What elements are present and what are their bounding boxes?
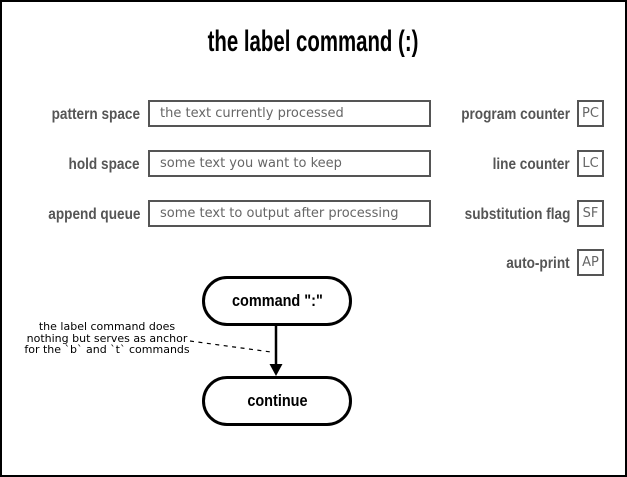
append-queue-box: some text to output after processing xyxy=(148,200,431,227)
hold-space-label: hold space xyxy=(68,156,140,173)
flowchart-node-continue: continue xyxy=(202,376,352,426)
arrow-down-icon xyxy=(269,364,283,376)
hold-space-box: some text you want to keep xyxy=(148,150,431,177)
program-counter-box: PC xyxy=(577,100,604,127)
pattern-space-value: the text currently processed xyxy=(160,106,344,121)
auto-print-label: auto-print xyxy=(506,255,570,272)
append-queue-value: some text to output after processing xyxy=(160,206,399,221)
flowchart-annotation: the label command does nothing but serve… xyxy=(20,321,194,356)
annotation-line-1: the label command does xyxy=(38,320,176,333)
annotation-line-2: nothing but serves as anchor xyxy=(26,331,188,345)
line-counter-label: line counter xyxy=(492,156,570,173)
substitution-flag-label: substitution flag xyxy=(464,206,570,223)
pattern-space-label: pattern space xyxy=(51,106,140,123)
field-row-pattern-space: pattern space the text currently process… xyxy=(2,100,442,127)
flag-row-auto-print: auto-print AP xyxy=(422,249,622,276)
append-queue-label: append queue xyxy=(47,206,140,223)
annotation-line-3: for the `b` and `t` commands xyxy=(24,343,190,356)
substitution-flag-box: SF xyxy=(577,200,604,227)
field-row-hold-space: hold space some text you want to keep xyxy=(2,150,442,177)
page-title: the label command (:) xyxy=(2,26,625,58)
flag-row-line-counter: line counter LC xyxy=(422,150,622,177)
pattern-space-box: the text currently processed xyxy=(148,100,431,127)
program-counter-label: program counter xyxy=(461,106,570,123)
field-row-append-queue: append queue some text to output after p… xyxy=(2,200,442,227)
auto-print-box: AP xyxy=(577,249,604,276)
flowchart-node-command: command ":" xyxy=(202,276,352,326)
hold-space-value: some text you want to keep xyxy=(160,156,342,171)
annotation-dashed-connector xyxy=(189,340,272,353)
line-counter-box: LC xyxy=(577,150,604,177)
page-title-text: the label command (:) xyxy=(208,25,419,58)
flag-row-substitution-flag: substitution flag SF xyxy=(422,200,622,227)
flag-row-program-counter: program counter PC xyxy=(422,100,622,127)
